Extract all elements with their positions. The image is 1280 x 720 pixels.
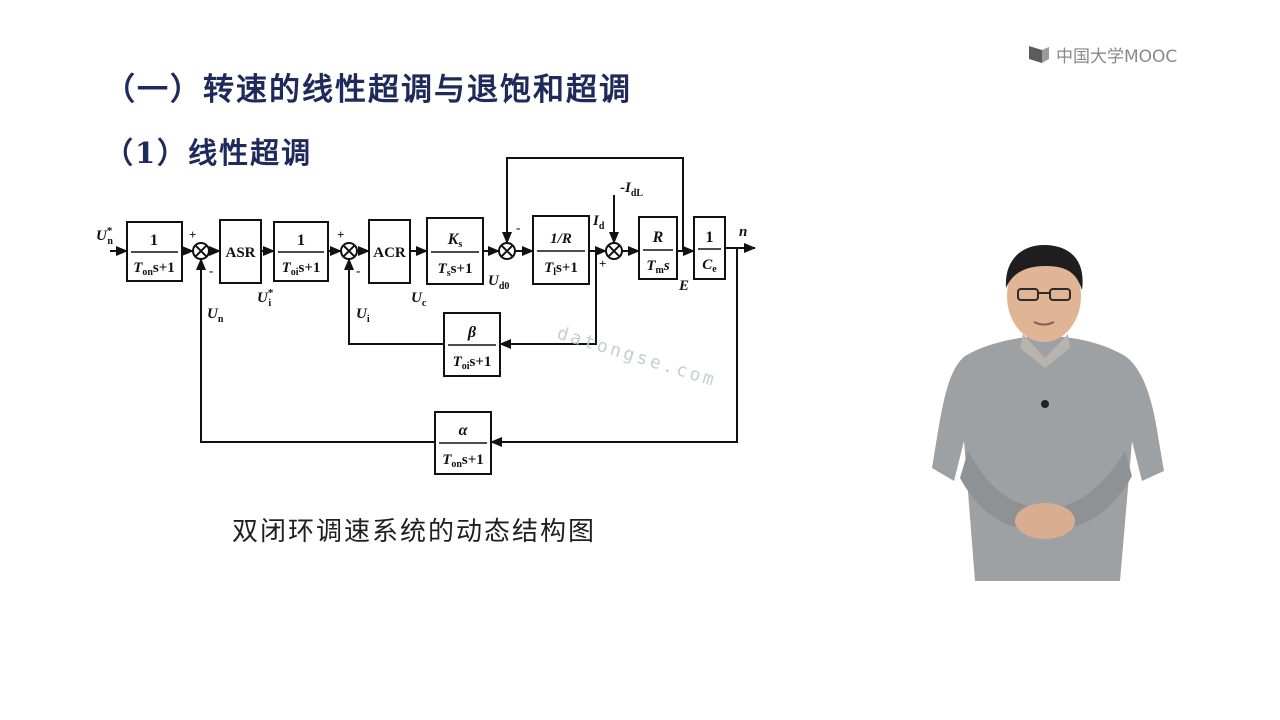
mooc-logo-icon bbox=[1029, 46, 1049, 63]
b1-numerator: 1 bbox=[150, 232, 158, 249]
block-mechanical bbox=[638, 216, 678, 280]
asr-label: ASR bbox=[225, 245, 255, 261]
b2-denominator: Tois+1 bbox=[282, 260, 321, 278]
page-title: （一）转速的线性超调与退饱和超调 bbox=[104, 72, 632, 108]
alpha-denominator: Tons+1 bbox=[442, 452, 484, 470]
beta-numerator: β bbox=[467, 324, 477, 341]
signal-ui-star: U*i bbox=[257, 287, 274, 309]
b4-numerator: 1/R bbox=[550, 231, 572, 247]
alpha-numerator: α bbox=[459, 422, 469, 439]
sum-junction-load bbox=[605, 242, 623, 260]
wire-e-feedback bbox=[502, 157, 684, 251]
sign-plus-4: + bbox=[599, 256, 606, 271]
wire-n-tap bbox=[490, 248, 738, 447]
block-converter bbox=[426, 217, 484, 285]
sign-minus-3: - bbox=[516, 220, 520, 235]
block-acr bbox=[368, 219, 411, 284]
block-armature bbox=[532, 215, 590, 285]
sign-minus-1: - bbox=[209, 263, 213, 278]
signal-ui: Ui bbox=[356, 306, 370, 325]
sum-junction-voltage bbox=[498, 242, 516, 260]
signal-un-star: U*n bbox=[96, 225, 113, 247]
sign-minus-2: - bbox=[356, 263, 360, 278]
signal-e: E bbox=[678, 278, 689, 294]
block-emf-constant bbox=[693, 216, 726, 280]
block-asr bbox=[219, 219, 262, 284]
presenter-video-image bbox=[932, 244, 1164, 581]
signal-un: Un bbox=[207, 306, 224, 325]
diagram-caption: 双闭环调速系统的动态结构图 bbox=[232, 517, 597, 547]
watermark: datongse.com bbox=[555, 323, 720, 392]
b5-denominator: Tms bbox=[646, 258, 670, 276]
signal-n: n bbox=[739, 224, 747, 240]
wire-id-tap bbox=[499, 251, 597, 349]
b2-numerator: 1 bbox=[297, 232, 305, 249]
b4-denominator: Tls+1 bbox=[544, 260, 578, 278]
signal-ud0: Ud0 bbox=[488, 273, 509, 292]
signal-id: Id bbox=[592, 213, 605, 232]
signal-uc: Uc bbox=[411, 290, 427, 309]
sum-junction-speed bbox=[192, 242, 210, 260]
wire-ui-feedback bbox=[344, 258, 444, 345]
b6-denominator: Ce bbox=[702, 257, 717, 275]
sign-plus-2: + bbox=[337, 227, 344, 242]
beta-denominator: Tois+1 bbox=[453, 354, 492, 372]
mooc-logo: 中国大学MOOC bbox=[1028, 42, 1178, 67]
b6-numerator: 1 bbox=[706, 229, 714, 246]
b5-numerator: R bbox=[652, 229, 664, 246]
sum-junction-current bbox=[340, 242, 358, 260]
mooc-logo-text: 中国大学MOOC bbox=[1056, 46, 1178, 67]
acr-label: ACR bbox=[373, 245, 406, 261]
b3-numerator: Ks bbox=[447, 231, 463, 250]
section-title: （1）线性超调 bbox=[104, 136, 313, 170]
b1-denominator: Tons+1 bbox=[133, 260, 175, 278]
signal-idl: -IdL bbox=[620, 180, 643, 199]
b3-denominator: Tss+1 bbox=[438, 261, 473, 279]
wire-un-feedback bbox=[196, 258, 435, 443]
sign-plus-1: + bbox=[189, 227, 196, 242]
